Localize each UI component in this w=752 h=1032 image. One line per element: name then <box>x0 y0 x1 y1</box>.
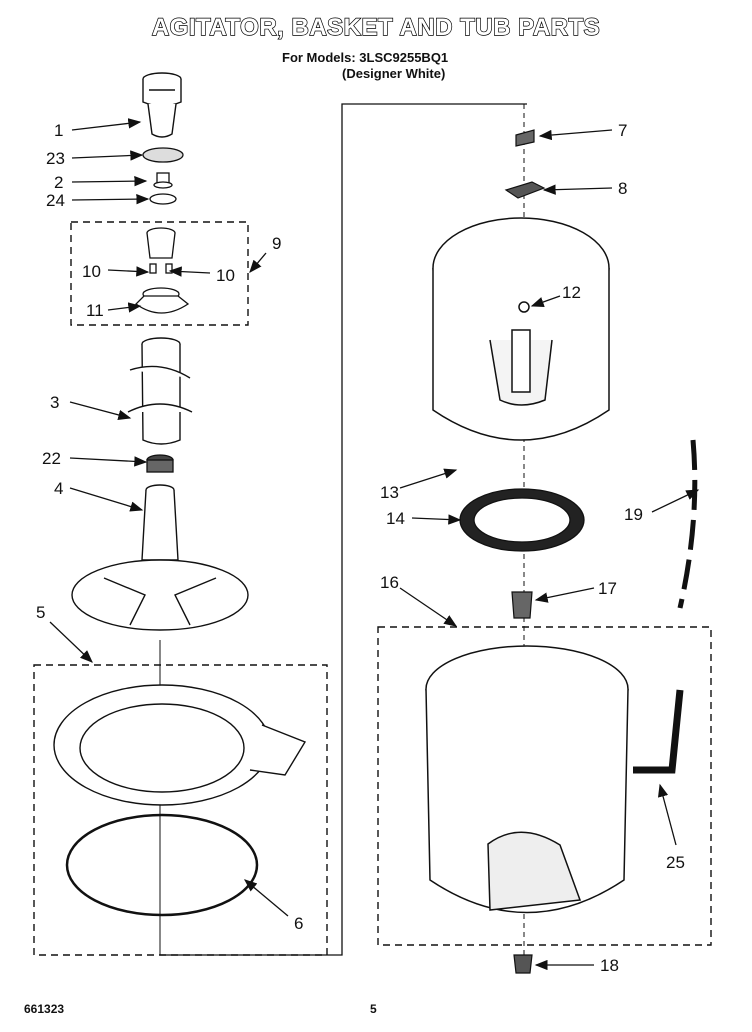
doc-number: 661323 <box>24 1002 65 1016</box>
part-agitator-barrel <box>127 337 193 445</box>
part-bolt <box>153 172 173 189</box>
part-plate <box>504 181 546 199</box>
part-washer <box>149 193 177 205</box>
part-tub-ring <box>53 684 307 806</box>
part-bearing <box>513 954 533 974</box>
callout-14: 14 <box>386 509 405 528</box>
page-title: AGITATOR, BASKET AND TUB PARTS <box>151 13 601 41</box>
callout-7: 7 <box>618 121 627 140</box>
callout-10-right: 10 <box>216 266 235 285</box>
callout-11: 11 <box>86 301 104 320</box>
part-basket <box>432 217 610 441</box>
callout-18: 18 <box>600 956 619 975</box>
callout-5: 5 <box>36 603 45 622</box>
part-tub <box>425 645 629 914</box>
group-box-16 <box>377 626 712 946</box>
group-box-5 <box>33 664 328 956</box>
part-cap-seal <box>142 147 184 163</box>
callout-17: 17 <box>598 579 617 598</box>
part-clamp-ring <box>65 813 259 917</box>
callout-22: 22 <box>42 449 61 468</box>
callout-13: 13 <box>380 483 399 502</box>
callout-23: 23 <box>46 149 65 168</box>
callout-25: 25 <box>666 853 685 872</box>
part-coupling <box>146 454 174 473</box>
designer-line: (Designer White) <box>342 66 446 81</box>
callout-16: 16 <box>380 573 399 592</box>
part-dog-assembly <box>134 227 190 314</box>
callout-8: 8 <box>618 179 627 198</box>
part-nut <box>515 129 535 147</box>
callout-19: 19 <box>624 505 643 524</box>
callout-6: 6 <box>294 914 303 933</box>
parts-diagram: 1 23 2 24 9 10 10 11 3 22 4 5 6 7 8 12 1… <box>33 72 712 975</box>
callout-12: 12 <box>562 283 581 302</box>
callout-24: 24 <box>46 191 65 210</box>
part-hose <box>677 439 698 609</box>
assembly-connector-line <box>160 103 527 956</box>
callout-9: 9 <box>272 234 281 253</box>
group-box-9 <box>70 221 249 326</box>
part-seal <box>511 591 533 619</box>
part-snubber-ring <box>459 488 585 552</box>
callout-3: 3 <box>50 393 59 412</box>
callout-10-left: 10 <box>82 262 101 281</box>
callout-4: 4 <box>54 479 63 498</box>
part-agitator-base <box>71 484 249 631</box>
part-agitator-cap <box>142 72 182 138</box>
models-line: For Models: 3LSC9255BQ1 <box>282 50 449 65</box>
callout-2: 2 <box>54 173 63 192</box>
callout-1: 1 <box>54 121 63 140</box>
part-drain-hose <box>633 689 684 774</box>
page-number: 5 <box>370 1002 377 1016</box>
